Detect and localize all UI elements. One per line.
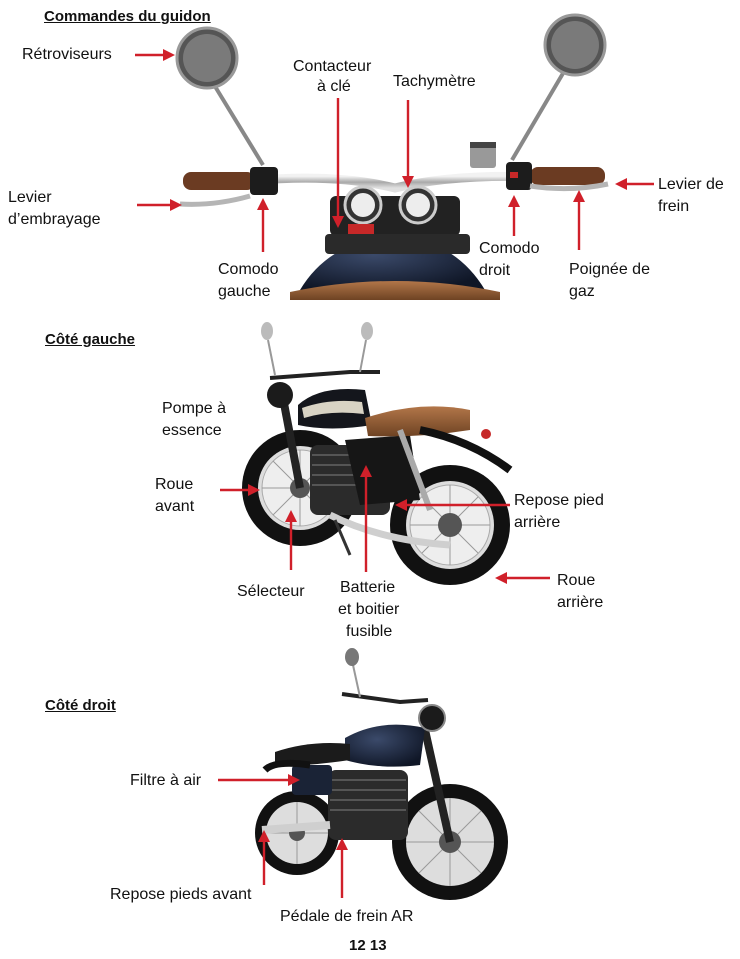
- label-clutch-line1: Levier: [8, 189, 52, 206]
- label-rear-footrest-line1: Repose pied: [514, 492, 604, 509]
- callout-arrows: [135, 49, 654, 898]
- label-throttle-line2: gaz: [569, 283, 595, 300]
- label-fuel-pump-line2: essence: [162, 422, 222, 439]
- label-mirrors: Rétroviseurs: [22, 46, 112, 63]
- section-title-handlebar: Commandes du guidon: [44, 8, 211, 25]
- label-battery-line1: Batterie: [340, 579, 396, 596]
- label-front-wheel-line1: Roue: [155, 476, 194, 493]
- right-side-photo: [255, 648, 508, 900]
- section-title-left-side: Côté gauche: [45, 331, 136, 348]
- label-selector: Sélecteur: [237, 583, 305, 600]
- label-brake-line1: Levier de: [658, 176, 724, 193]
- label-ignition-line1: Contacteur: [293, 58, 372, 75]
- label-front-wheel-line2: avant: [155, 498, 195, 515]
- label-tachometer: Tachymètre: [393, 73, 476, 90]
- label-air-filter: Filtre à air: [130, 772, 202, 789]
- label-battery-line2: et boitier: [338, 601, 400, 618]
- left-side-photo: [242, 322, 513, 585]
- label-ignition-line2: à clé: [317, 78, 351, 95]
- label-right-switch-line1: Comodo: [479, 240, 540, 257]
- handlebar-photo: [175, 13, 609, 300]
- label-fuel-pump-line1: Pompe à: [162, 400, 227, 417]
- label-rear-wheel-line1: Roue: [557, 572, 596, 589]
- label-rear-wheel-line2: arrière: [557, 594, 604, 611]
- page-number: 12 13: [349, 937, 387, 954]
- label-clutch-line2: d’embrayage: [8, 211, 101, 228]
- label-left-switch-line2: gauche: [218, 283, 271, 300]
- label-right-switch-line2: droit: [479, 262, 511, 279]
- label-front-footrests: Repose pieds avant: [110, 886, 252, 903]
- label-brake-line2: frein: [658, 198, 690, 215]
- label-throttle-line1: Poignée de: [569, 261, 650, 278]
- label-rear-footrest-line2: arrière: [514, 514, 561, 531]
- label-battery-line3: fusible: [346, 623, 393, 640]
- section-title-right-side: Côté droit: [45, 697, 116, 714]
- label-left-switch-line1: Comodo: [218, 261, 279, 278]
- label-rear-brake-pedal: Pédale de frein AR: [280, 908, 414, 925]
